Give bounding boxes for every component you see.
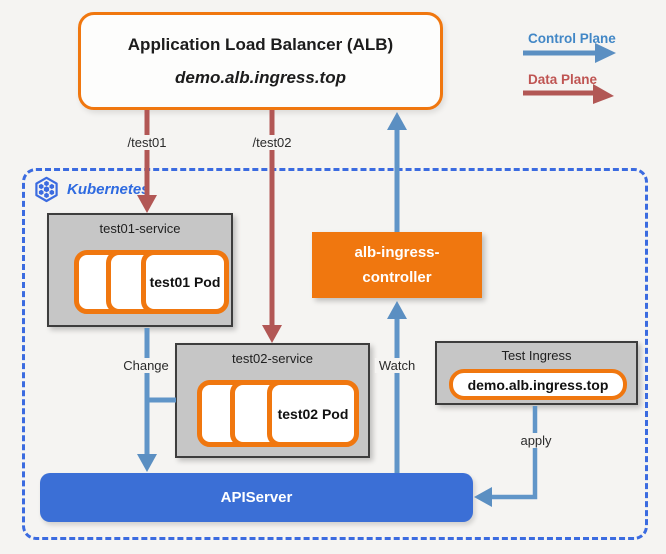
- data-plane-arrow: [523, 84, 614, 104]
- edge-label-change: Change: [119, 358, 173, 373]
- kubernetes-icon: [33, 176, 60, 203]
- alb-node: Application Load Balancer (ALB) demo.alb…: [78, 12, 443, 110]
- control-plane-arrow: [523, 43, 616, 63]
- alb-host: demo.alb.ingress.top: [175, 67, 346, 87]
- test-ingress-node: Test Ingress demo.alb.ingress.top: [435, 341, 638, 405]
- kubernetes-cluster-label: Kubernetes: [67, 181, 150, 198]
- service-test01-title: test01-service: [99, 221, 181, 236]
- edge-label-test02: /test02: [248, 135, 296, 150]
- service-test01-node: test01-service test01 Pod: [47, 213, 233, 327]
- kubernetes-cluster-boundary: Kubernetes: [22, 168, 648, 540]
- pod-test02: test02 Pod: [267, 380, 359, 447]
- test-ingress-host: demo.alb.ingress.top: [449, 369, 627, 400]
- kubernetes-cluster-header: Kubernetes: [33, 176, 150, 203]
- pod-test01: test01 Pod: [141, 250, 229, 314]
- apiserver-node: APIServer: [40, 473, 473, 522]
- legend-control-plane-label: Control Plane: [528, 31, 616, 46]
- alb-title: Application Load Balancer (ALB): [127, 34, 394, 54]
- alb-ingress-controller-node: alb-ingress- controller: [312, 232, 482, 298]
- edge-label-test01: /test01: [123, 135, 171, 150]
- legend-data-plane-label: Data Plane: [528, 72, 598, 87]
- edge-label-apply: apply: [516, 433, 556, 448]
- edge-label-watch: Watch: [374, 358, 420, 373]
- controller-label-line1: alb-ingress-: [354, 244, 440, 261]
- test-ingress-title: Test Ingress: [501, 348, 572, 363]
- service-test02-title: test02-service: [232, 351, 313, 366]
- controller-label-line2: controller: [362, 269, 432, 286]
- service-test02-node: test02-service test02 Pod: [175, 343, 370, 458]
